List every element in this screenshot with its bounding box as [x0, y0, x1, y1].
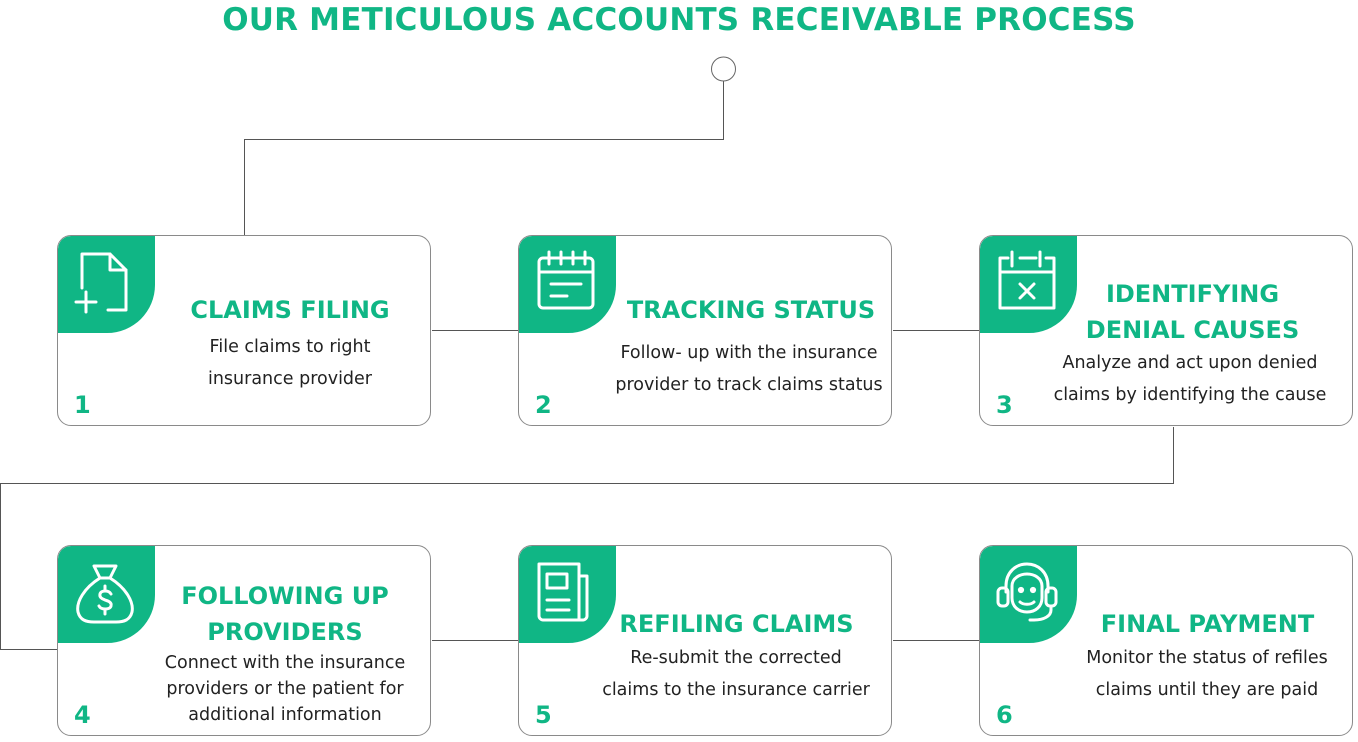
step-description-line: Monitor the status of refiles	[1086, 648, 1328, 668]
step-badge	[980, 546, 1077, 643]
step-number: 4	[74, 701, 91, 729]
connector-3-4	[0, 427, 1174, 650]
step-heading-line: FOLLOWING UP	[181, 582, 389, 610]
step-description-line: Re-submit the corrected	[630, 648, 842, 668]
step-description-line: additional information	[188, 705, 382, 725]
step-heading: FOLLOWING UP PROVIDERS	[155, 578, 415, 650]
step-heading-line: REFILING CLAIMS	[619, 610, 854, 638]
step-number: 2	[535, 391, 552, 419]
calendar-x-icon	[998, 250, 1056, 310]
step-badge	[519, 546, 616, 643]
step-badge	[58, 236, 155, 333]
step-description: Analyze and act upon denied claims by id…	[1030, 347, 1350, 411]
step-heading: TRACKING STATUS	[616, 292, 886, 328]
step-description: Connect with the insurance providers or …	[140, 650, 430, 728]
step-description-line: claims by identifying the cause	[1053, 385, 1327, 405]
step-number: 5	[535, 701, 552, 729]
step-description-line: insurance provider	[207, 369, 373, 389]
step-heading-line: FINAL PAYMENT	[1100, 610, 1315, 638]
step-card-4: FOLLOWING UP PROVIDERS Connect with the …	[57, 545, 431, 736]
step-heading: REFILING CLAIMS	[599, 606, 874, 642]
step-heading-line: IDENTIFYING	[1105, 280, 1280, 308]
step-description-line: Analyze and act upon denied	[1062, 353, 1318, 373]
step-heading: IDENTIFYING DENIAL CAUSES	[1060, 276, 1325, 348]
step-description-line: File claims to right	[209, 337, 371, 357]
page-title: OUR METICULOUS ACCOUNTS RECEIVABLE PROCE…	[222, 2, 1136, 38]
start-connector	[244, 81, 724, 235]
step-heading-line: DENIAL CAUSES	[1085, 316, 1300, 344]
step-description-line: providers or the patient for	[166, 679, 404, 699]
step-card-5: REFILING CLAIMS Re-submit the corrected …	[518, 545, 892, 736]
step-number: 3	[996, 391, 1013, 419]
add-document-icon	[74, 252, 128, 314]
step-description-line: Connect with the insurance	[164, 653, 406, 673]
money-bag-icon	[76, 564, 134, 624]
step-description-line: provider to track claims status	[615, 375, 883, 395]
step-description-line: claims to the insurance carrier	[602, 680, 870, 700]
step-description: Follow- up with the insurance provider t…	[599, 337, 891, 401]
step-description-line: claims until they are paid	[1095, 680, 1319, 700]
headset-icon	[996, 562, 1058, 622]
step-description-line: Follow- up with the insurance	[620, 343, 878, 363]
start-circle	[711, 56, 736, 82]
step-card-1: CLAIMS FILING File claims to right insur…	[57, 235, 431, 426]
step-badge	[58, 546, 155, 643]
step-heading: FINAL PAYMENT	[1070, 606, 1345, 642]
step-badge	[519, 236, 616, 333]
step-number: 1	[74, 391, 91, 419]
step-badge	[980, 236, 1077, 333]
step-card-2: TRACKING STATUS Follow- up with the insu…	[518, 235, 892, 426]
newspaper-icon	[537, 562, 589, 622]
step-heading-line: CLAIMS FILING	[190, 296, 390, 324]
step-card-6: FINAL PAYMENT Monitor the status of refi…	[979, 545, 1353, 736]
step-description: File claims to right insurance provider	[155, 331, 425, 395]
step-description: Monitor the status of refiles claims unt…	[1062, 642, 1352, 706]
step-description: Re-submit the corrected claims to the in…	[576, 642, 891, 706]
step-number: 6	[996, 701, 1013, 729]
step-card-3: IDENTIFYING DENIAL CAUSES Analyze and ac…	[979, 235, 1353, 426]
step-heading-line: PROVIDERS	[207, 618, 363, 646]
step-heading: CLAIMS FILING	[155, 292, 425, 328]
calendar-icon	[537, 250, 595, 310]
step-heading-line: TRACKING STATUS	[626, 296, 876, 324]
